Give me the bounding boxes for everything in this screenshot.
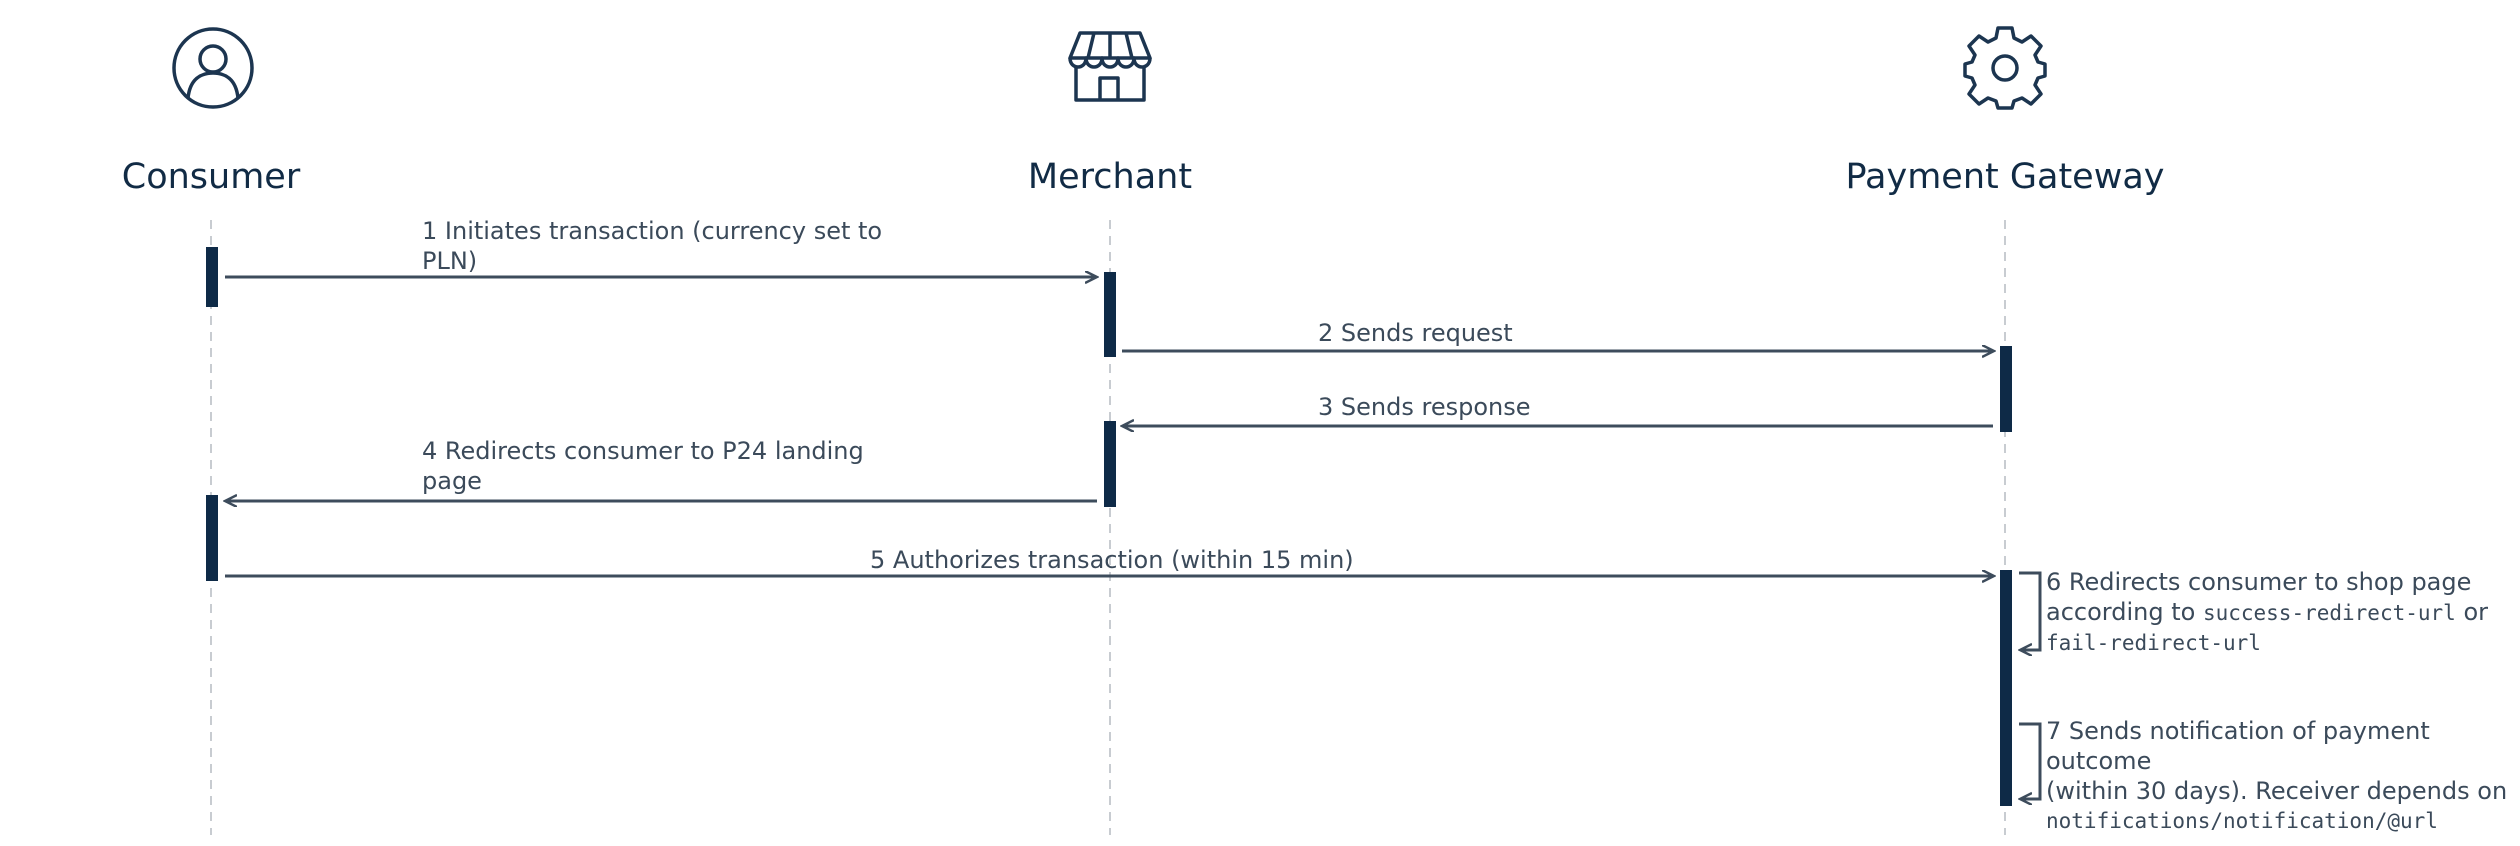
actor-payment-gateway-label: Payment Gateway [1845, 157, 2165, 197]
message-3-label: 3 Sends response [1318, 393, 1531, 421]
activation-bar-consumer-2 [206, 495, 218, 581]
activation-bar-consumer-1 [206, 247, 218, 307]
arrow-message-7-self [2019, 722, 2042, 799]
gear-icon [1963, 26, 2047, 110]
message-7-line-2: (within 30 days). Receiver depends on [2046, 777, 2508, 805]
message-5-label: 5 Authorizes transaction (within 15 min) [870, 546, 1354, 574]
message-6-label: 6 Redirects consumer to shop page accord… [2046, 567, 2488, 658]
message-4-line-1: 4 Redirects consumer to P24 landing [422, 437, 864, 465]
user-circle-icon [172, 27, 254, 109]
message-7-line-1: 7 Sends notification of payment outcome [2046, 717, 2430, 775]
success-redirect-url-code: success-redirect-url [2202, 601, 2456, 625]
message-6-line-2: according to success-redirect-url or [2046, 597, 2488, 628]
message-6-text: according to [2046, 598, 2203, 626]
activation-bar-gateway-2 [2000, 570, 2012, 806]
activation-bar-merchant-1 [1104, 272, 1116, 357]
message-7-label: 7 Sends notification of payment outcome … [2046, 716, 2520, 836]
message-4-label: 4 Redirects consumer to P24 landing page [422, 436, 864, 496]
arrow-message-6-self [2019, 571, 2042, 650]
storefront-icon [1068, 31, 1152, 102]
message-6-line-1: 6 Redirects consumer to shop page [2046, 568, 2472, 596]
fail-redirect-url-code: fail-redirect-url [2046, 631, 2261, 655]
message-4-line-2: page [422, 467, 482, 495]
actor-consumer-label: Consumer [121, 157, 301, 197]
message-1-label: 1 Initiates transaction (currency set to… [422, 216, 882, 276]
notification-url-code: notifications/notification/@url [2046, 809, 2438, 833]
message-6-or: or [2455, 598, 2488, 626]
message-1-line-2: PLN) [422, 247, 478, 275]
message-2-label: 2 Sends request [1318, 319, 1513, 347]
actor-merchant-label: Merchant [1027, 157, 1193, 197]
message-1-line-1: 1 Initiates transaction (currency set to [422, 217, 883, 245]
activation-bar-merchant-2 [1104, 421, 1116, 507]
activation-bar-gateway-1 [2000, 346, 2012, 432]
